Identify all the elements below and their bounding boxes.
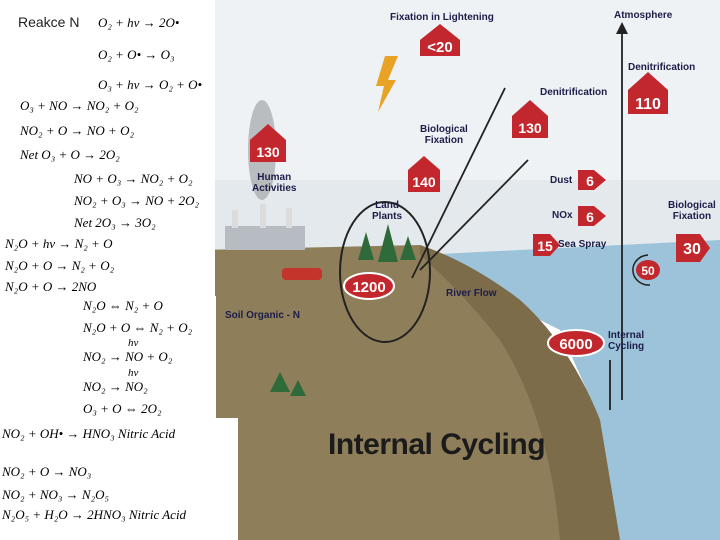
equation: O₃ + NO → NO₂ + O₂ xyxy=(20,98,139,113)
equation: N₂O + O → N₂ + O₂ xyxy=(5,258,114,273)
diagram-title: Internal Cycling xyxy=(328,428,545,462)
equation: O₂ + hν → 2O• xyxy=(98,15,179,30)
label-denitrification-center: Denitrification xyxy=(540,87,607,98)
label-river-flow: River Flow xyxy=(446,288,497,299)
equation: Net O₃ + O → 2O₂ xyxy=(20,147,120,162)
equation: NO₂ → NO + O₂ xyxy=(83,349,172,364)
label-land-plants: Land Plants xyxy=(372,200,402,222)
value-lightning: <20 xyxy=(427,39,452,56)
label-dust: Dust xyxy=(550,175,572,186)
label-internal-cycling: Internal Cycling xyxy=(608,330,644,352)
equation: NO₂ + O₃ → NO + 2O₂ xyxy=(74,193,199,208)
value-bio-fix-ocean: 30 xyxy=(683,241,701,258)
equation: NO₂ + O → NO₃ xyxy=(2,464,91,479)
value-bio-fix-land: 140 xyxy=(412,174,436,190)
value-ocean-cycle: 50 xyxy=(641,264,655,278)
badge-ocean-cycle: 50 xyxy=(636,260,660,280)
badge-land-pool: 1200 xyxy=(344,273,394,299)
equation: N₂O₅ + H₂O → 2HNO₃ Nitric Acid xyxy=(2,507,186,522)
equation: N₂O ⇔ N₂ + O xyxy=(83,298,163,313)
value-land-pool: 1200 xyxy=(352,279,385,296)
equation: N₂O + O ⇔ N₂ + O₂ xyxy=(83,320,192,335)
equation: NO₂ + O → NO + O₂ xyxy=(20,123,134,138)
label-nox: NOx xyxy=(552,210,573,221)
badge-ocean-pool: 6000 xyxy=(548,330,604,356)
equation: N₂O + hν → N₂ + O xyxy=(5,236,112,251)
equation: NO₂ + NO₃ → N₂O₅ xyxy=(2,487,109,502)
label-bio-fixation-right: Biological Fixation xyxy=(668,200,716,222)
value-dust: 6 xyxy=(586,173,594,189)
label-human-activities: Human Activities xyxy=(252,172,296,194)
label-sea-spray: Sea Spray xyxy=(558,239,606,250)
value-ocean-pool: 6000 xyxy=(559,336,592,353)
label-denitrification-right: Denitrification xyxy=(628,62,695,73)
equation: O₂ + O• → O₃ xyxy=(98,47,175,62)
label-atmosphere: Atmosphere xyxy=(614,10,672,21)
value-nox: 6 xyxy=(586,209,594,225)
value-denit-land: 130 xyxy=(518,120,542,136)
value-human: 130 xyxy=(256,144,280,160)
label-bio-fixation-center: Biological Fixation xyxy=(420,124,468,146)
equation: O₃ + hν → O₂ + O• xyxy=(98,77,202,92)
equation: NO₂ → NO₂ xyxy=(83,379,148,394)
label-soil-organic: Soil Organic - N xyxy=(225,310,300,321)
panel-title: Reakce N xyxy=(18,14,79,30)
value-sea-spray: 15 xyxy=(537,238,553,254)
value-denit-atm: 110 xyxy=(635,96,661,113)
equation: Net 2O₃ → 3O₂ xyxy=(74,215,156,230)
equation: N₂O + O → 2NO xyxy=(5,279,96,294)
car xyxy=(282,268,322,280)
equation: O₃ + O ⇔ 2O₂ xyxy=(83,401,161,416)
equation: NO + O₃ → NO₂ + O₂ xyxy=(74,171,193,186)
label-lightning: Fixation in Lightening xyxy=(390,12,494,23)
equation: NO₂ + OH• → HNO₃ Nitric Acid xyxy=(2,426,175,441)
